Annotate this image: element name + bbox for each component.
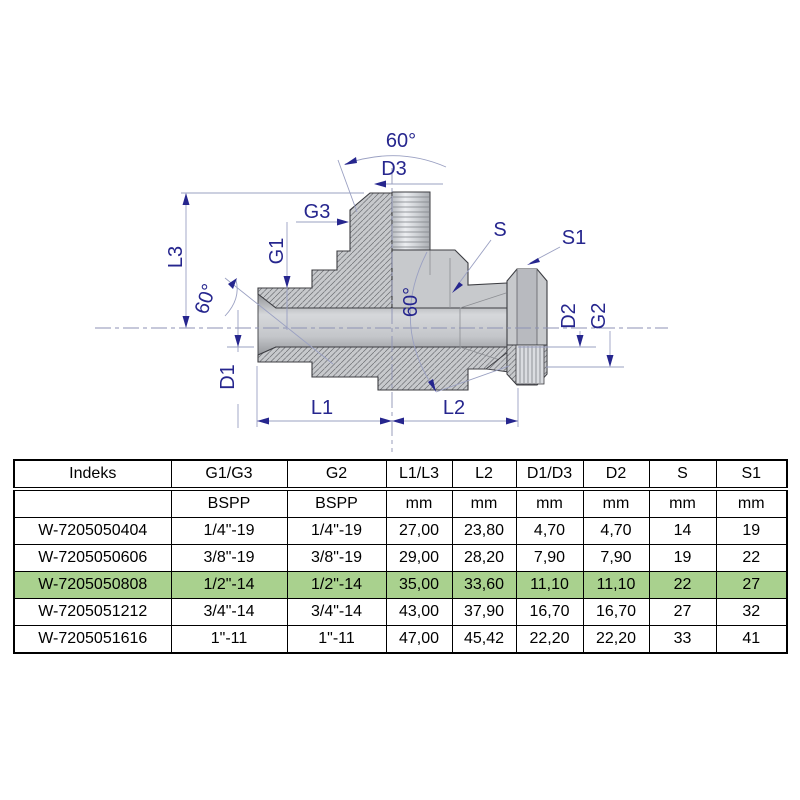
table-cell: 33,60 (451, 571, 517, 599)
table-cell: 33 (648, 625, 717, 654)
table-cell: 7,90 (515, 544, 584, 572)
column-header: S1 (715, 459, 788, 491)
table-cell: 47,00 (385, 625, 453, 654)
table-cell: W-7205051616 (13, 625, 172, 654)
table-cell: 27 (715, 571, 788, 599)
table-cell: 43,00 (385, 598, 453, 626)
table-cell: 41 (715, 625, 788, 654)
dim-label-angle-mid: 60° (400, 286, 422, 318)
table-cell: W-7205050808 (13, 571, 172, 599)
dim-label-g1: G1 (266, 237, 288, 265)
table-header-row: Indeks G1/G3 G2 L1/L3 L2 D1/D3 D2 S S1 (13, 459, 788, 491)
swivel-nut (506, 268, 548, 386)
table-cell: 16,70 (515, 598, 584, 626)
dim-label-g3: G3 (303, 201, 331, 223)
table-cell: 3/4"-14 (286, 598, 387, 626)
table-cell: 22,20 (582, 625, 650, 654)
unit-header: mm (715, 488, 788, 518)
table-cell: 1/2"-14 (170, 571, 288, 599)
table-cell: 1/4"-19 (286, 517, 387, 545)
table-cell: 32 (715, 598, 788, 626)
table-cell: W-7205050606 (13, 544, 172, 572)
table-cell: W-7205051212 (13, 598, 172, 626)
table-cell: 7,90 (582, 544, 650, 572)
table-cell: 1/4"-19 (170, 517, 288, 545)
table-cell: 29,00 (385, 544, 453, 572)
dim-label-l1: L1 (310, 397, 334, 419)
column-header: S (648, 459, 717, 491)
column-header: L1/L3 (385, 459, 453, 491)
column-header: D1/D3 (515, 459, 584, 491)
dim-label-s: S (493, 219, 507, 241)
dim-label-d2: D2 (558, 303, 580, 329)
dim-label-l3: L3 (165, 245, 187, 269)
table-cell: 1"-11 (170, 625, 288, 654)
column-header: L2 (451, 459, 517, 491)
column-header: G1/G3 (170, 459, 288, 491)
unit-header: BSPP (286, 488, 387, 518)
table-cell: 16,70 (582, 598, 650, 626)
unit-header: mm (648, 488, 717, 518)
table-cell: 35,00 (385, 571, 453, 599)
dimension-arrows (182, 157, 614, 425)
dim-label-g2: G2 (588, 302, 610, 330)
table-cell: 45,42 (451, 625, 517, 654)
table-cell: 1/2"-14 (286, 571, 387, 599)
centerlines (95, 168, 668, 452)
nut-female-thread (515, 344, 545, 385)
unit-header: mm (582, 488, 650, 518)
dim-label-s1: S1 (561, 227, 587, 249)
top-port-thread (391, 191, 431, 251)
table-cell: 22 (648, 571, 717, 599)
table-cell: 11,10 (515, 571, 584, 599)
unit-header: mm (515, 488, 584, 518)
table-cell: 4,70 (515, 517, 584, 545)
dim-label-d1: D1 (217, 364, 239, 390)
table-cell: 27,00 (385, 517, 453, 545)
table-cell: 3/8"-19 (170, 544, 288, 572)
body-section-lower (257, 346, 513, 391)
fitting-drawing (95, 155, 668, 452)
table-cell: 3/8"-19 (286, 544, 387, 572)
column-header: G2 (286, 459, 387, 491)
unit-header: mm (385, 488, 453, 518)
table-cell: 23,80 (451, 517, 517, 545)
table-cell: 19 (715, 517, 788, 545)
unit-header: mm (451, 488, 517, 518)
dim-label-l2: L2 (442, 397, 466, 419)
unit-header (13, 488, 172, 518)
table-cell: 19 (648, 544, 717, 572)
unit-header: BSPP (170, 488, 288, 518)
table-cell: 3/4"-14 (170, 598, 288, 626)
table-cell: W-7205050404 (13, 517, 172, 545)
table-cell: 27 (648, 598, 717, 626)
table-cell: 1"-11 (286, 625, 387, 654)
table-cell: 14 (648, 517, 717, 545)
column-header: D2 (582, 459, 650, 491)
table-cell: 11,10 (582, 571, 650, 599)
table-cell: 28,20 (451, 544, 517, 572)
column-header: Indeks (13, 459, 172, 491)
dim-label-angle-top: 60° (385, 130, 417, 152)
table-cell: 37,90 (451, 598, 517, 626)
table-cell: 22 (715, 544, 788, 572)
table-cell: 4,70 (582, 517, 650, 545)
table-units-row: BSPP BSPP mm mm mm mm mm mm (13, 488, 788, 518)
spec-table: Indeks G1/G3 G2 L1/L3 L2 D1/D3 D2 S S1 B… (13, 459, 788, 654)
body-section-upper (257, 192, 393, 309)
table-cell: 22,20 (515, 625, 584, 654)
dim-label-d3: D3 (381, 158, 407, 180)
